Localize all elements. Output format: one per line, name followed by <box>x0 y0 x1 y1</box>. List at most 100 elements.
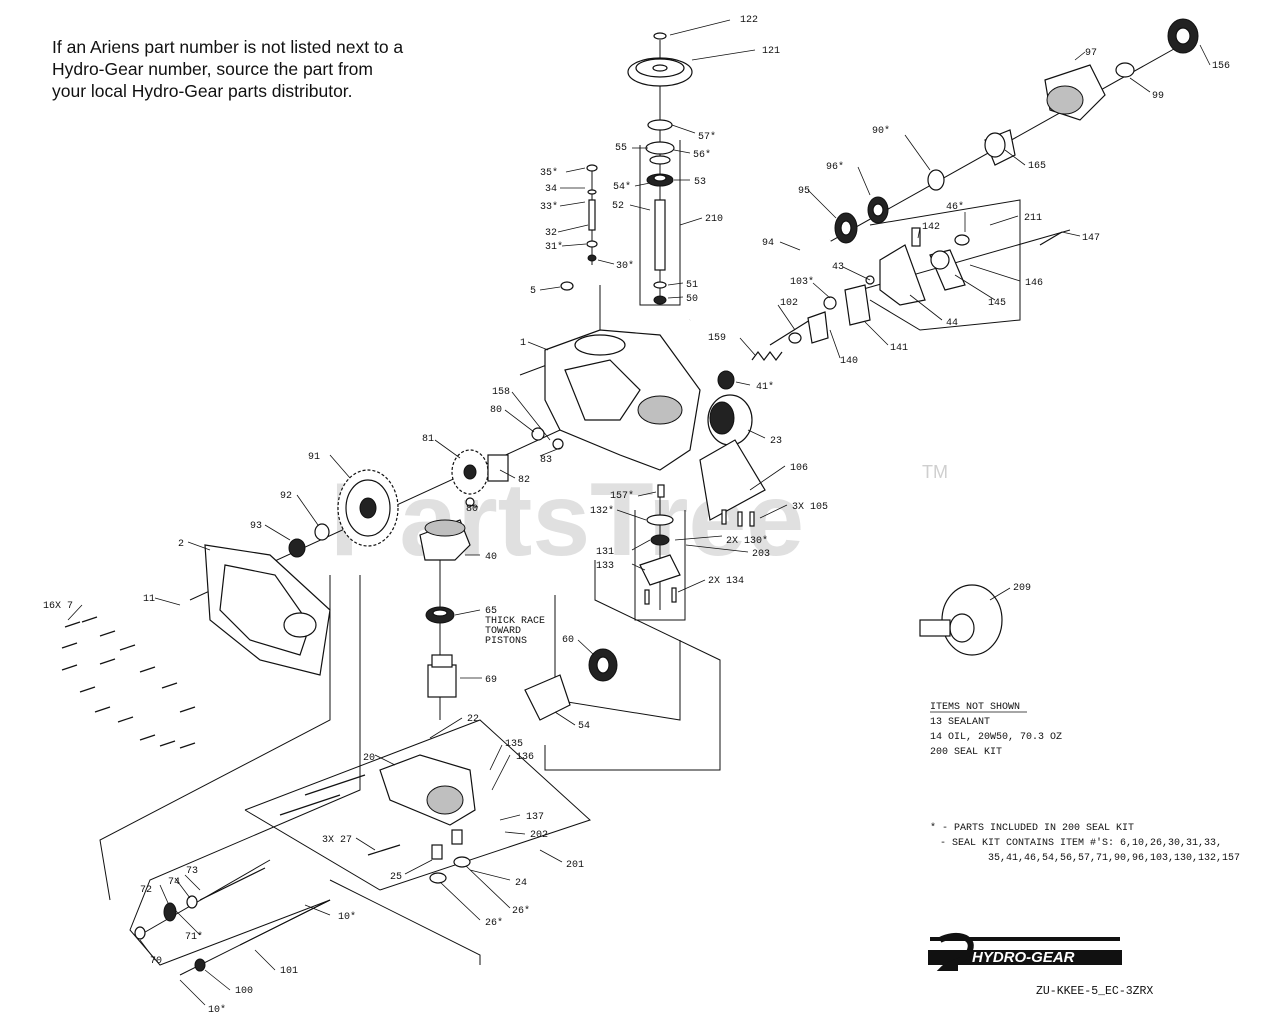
callout-16x7: 16X 7 <box>43 601 73 612</box>
callout-137: 137 <box>526 812 544 823</box>
callout-10a: 10* <box>338 911 356 923</box>
callout-201: 201 <box>566 860 584 871</box>
callout-54: 54* <box>613 181 631 193</box>
housing-1 <box>544 329 701 471</box>
callout-103: 103* <box>790 276 814 288</box>
callout-122: 122 <box>740 15 758 26</box>
part-callouts: 122 121 57* 55 56* 54* 53 52 210 51 50 3… <box>43 15 1230 1016</box>
callout-46: 46* <box>946 201 964 213</box>
pump-housing-20 <box>379 754 476 826</box>
callout-92: 92 <box>280 491 292 502</box>
callout-69: 69 <box>485 675 497 686</box>
note-line-3: your local Hydro-Gear parts distributor. <box>52 81 353 101</box>
callout-100: 100 <box>235 986 253 997</box>
callout-23: 23 <box>770 436 782 447</box>
callout-209: 209 <box>1013 583 1031 594</box>
callout-32: 32 <box>545 228 557 239</box>
callout-20: 20 <box>363 753 375 764</box>
callout-3x27: 3X 27 <box>322 835 352 846</box>
callout-93: 93 <box>250 521 262 532</box>
callout-131: 131 <box>596 547 614 558</box>
callout-121: 121 <box>762 46 780 57</box>
callout-26b: 26* <box>485 917 503 929</box>
callout-1: 1 <box>520 338 526 349</box>
items-not-shown-block: ITEMS NOT SHOWN 13 SEALANT 14 OIL, 20W50… <box>930 702 1062 758</box>
brake-arm-102-141 <box>769 284 871 346</box>
watermark-trademark: TM <box>922 462 948 482</box>
cylinder-block-69 <box>427 654 457 698</box>
bolts-27 <box>279 774 401 856</box>
callout-56: 56* <box>693 149 711 161</box>
callout-34: 34 <box>545 184 557 195</box>
callout-140: 140 <box>840 356 858 367</box>
seal-kit-note-line-3: 35,41,46,54,56,57,71,90,96,103,130,132,1… <box>988 853 1240 864</box>
pulley-121 <box>627 32 693 87</box>
callout-22: 22 <box>467 714 479 725</box>
callout-82: 82 <box>518 475 530 486</box>
callout-106: 106 <box>790 463 808 474</box>
callout-31: 31* <box>545 241 563 253</box>
callout-203: 203 <box>752 549 770 560</box>
callout-71: 71* <box>185 931 203 943</box>
callout-95: 95 <box>798 186 810 197</box>
bearing-stack-53-57 <box>645 119 675 187</box>
check-valves-24-26 <box>429 829 471 884</box>
callout-52: 52 <box>612 201 624 212</box>
bypass-parts-30-35 <box>560 164 598 291</box>
callout-156: 156 <box>1212 61 1230 72</box>
seal-kit-note-line-1: * - PARTS INCLUDED IN 200 SEAL KIT <box>930 822 1134 834</box>
note-line-1: If an Ariens part number is not listed n… <box>52 37 404 57</box>
input-shaft-52 <box>653 199 667 305</box>
bearings-95-96 <box>834 196 889 244</box>
callout-80a: 80 <box>490 405 502 416</box>
callout-94: 94 <box>762 238 774 249</box>
callout-35: 35* <box>540 167 558 179</box>
items-not-shown-line-2: 14 OIL, 20W50, 70.3 OZ <box>930 732 1062 743</box>
callout-132: 132* <box>590 505 614 517</box>
thrust-bearing-65 <box>425 606 455 624</box>
leader-lines <box>67 19 1211 1006</box>
callout-97: 97 <box>1085 48 1097 59</box>
bull-gear-91 <box>337 469 399 547</box>
items-not-shown-line-1: 13 SEALANT <box>930 717 990 728</box>
callout-24: 24 <box>515 878 527 889</box>
callout-65-note-3: PISTONS <box>485 636 527 647</box>
callout-65-note-1: THICK RACE <box>485 616 545 627</box>
callout-54b: 54 <box>578 721 590 732</box>
callout-57: 57* <box>698 131 716 143</box>
callout-202: 202 <box>530 830 548 841</box>
callout-102: 102 <box>780 298 798 309</box>
cover-bolts-7 <box>61 616 196 749</box>
callout-70: 70 <box>150 956 162 967</box>
seal-kit-note-line-2: - SEAL KIT CONTAINS ITEM #'S: 6,10,26,30… <box>940 837 1222 849</box>
callout-142: 142 <box>922 222 940 233</box>
callout-80b: 80 <box>466 504 478 515</box>
hydro-gear-logo: HYDRO-GEAR <box>928 932 1122 971</box>
callout-25: 25 <box>390 872 402 883</box>
axle-94 <box>688 237 832 323</box>
callout-147: 147 <box>1082 233 1100 244</box>
callout-41: 41* <box>756 381 774 393</box>
callout-74: 74 <box>168 877 180 888</box>
callout-158: 158 <box>492 387 510 398</box>
cover-2 <box>204 544 331 676</box>
callout-30: 30* <box>616 260 634 272</box>
callout-165: 165 <box>1028 161 1046 172</box>
callout-40: 40 <box>485 552 497 563</box>
items-not-shown-line-3: 200 SEAL KIT <box>930 747 1002 758</box>
callout-44: 44 <box>946 318 958 329</box>
brake-parts-44-147 <box>865 227 1063 306</box>
callout-51: 51 <box>686 280 698 291</box>
callout-81: 81 <box>422 434 434 445</box>
callout-72: 72 <box>140 885 152 896</box>
callout-73: 73 <box>186 866 198 877</box>
callout-2: 2 <box>178 539 184 550</box>
callout-130: 2X 130* <box>726 535 768 547</box>
callout-96: 96* <box>826 161 844 173</box>
callout-26a: 26* <box>512 905 530 917</box>
motor-parts-54-60 <box>524 648 618 721</box>
callout-65: 65 <box>485 606 497 617</box>
callout-5: 5 <box>530 286 536 297</box>
hydro-gear-logo-text: HYDRO-GEAR <box>972 949 1075 966</box>
